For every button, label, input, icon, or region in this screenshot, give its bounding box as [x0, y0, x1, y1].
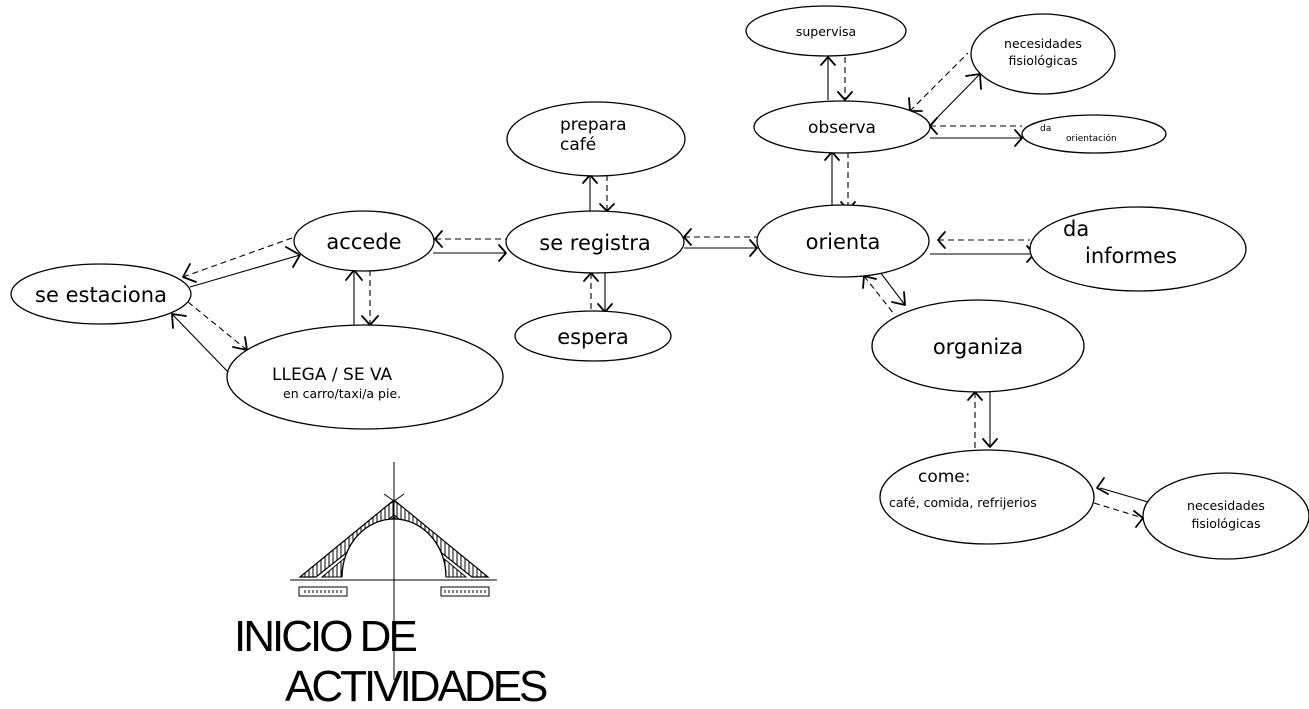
node-observa: observa	[753, 100, 931, 154]
node-label: orienta	[806, 230, 881, 254]
arrowhead	[937, 231, 946, 249]
connector-se-estaciona-to-llega	[187, 301, 248, 351]
node-necesidades-fisiologicas-bottom: necesidades fisiológicas	[1142, 472, 1309, 560]
arrowhead	[982, 438, 998, 448]
node-se-estaciona: se estaciona	[10, 263, 192, 325]
node-necesidades-fisiologicas-top: necesidades fisiológicas	[970, 13, 1116, 95]
title-line2: ACTIVIDADES	[285, 662, 547, 709]
node-espera: espera	[514, 310, 672, 362]
node-label-line1: prepara	[560, 115, 626, 135]
node-label-line1: LLEGA / SE VA	[272, 365, 392, 385]
node-label-line2: fisiológicas	[1191, 516, 1260, 531]
arrowhead	[837, 91, 853, 101]
node-label-line2: fisiológicas	[1008, 53, 1077, 68]
connector-accede-to-se-estaciona	[182, 237, 293, 278]
arrowhead	[908, 97, 923, 112]
node-organiza: organiza	[871, 299, 1085, 393]
node-label-line1: da	[1040, 124, 1051, 134]
connector-observa-to-necesidades	[929, 73, 981, 126]
arrowhead	[683, 228, 692, 246]
node-da-orientacion: da orientación	[1021, 114, 1167, 154]
node-se-registra: se registra	[505, 210, 685, 274]
node-llega-se-va: LLEGA / SE VA en carro/taxi/a pie.	[226, 324, 504, 430]
node-da-informes: da informes	[1029, 206, 1247, 292]
connector-necesidades-to-come	[1099, 487, 1149, 503]
connectors	[171, 52, 1149, 528]
connector-come-to-necesidades	[1093, 502, 1144, 519]
node-come: come: café, comida, refrijerios	[879, 449, 1095, 545]
arrowhead	[182, 263, 197, 283]
arrowhead	[171, 313, 187, 329]
node-label: se registra	[539, 231, 650, 255]
node-label-line1: necesidades	[1004, 36, 1082, 51]
connector-llega-to-se-estaciona	[171, 313, 229, 373]
node-supervisa: supervisa	[745, 5, 907, 57]
node-label-line2: informes	[1085, 244, 1177, 268]
node-label-line2: café	[560, 135, 596, 155]
node-accede: accede	[293, 210, 435, 272]
arrowhead	[820, 56, 836, 66]
node-label-line1: da	[1063, 217, 1089, 241]
node-label: supervisa	[796, 24, 856, 39]
connector-orienta-to-organiza	[879, 271, 906, 306]
arch-logo-icon	[290, 462, 497, 680]
arrowhead	[498, 244, 507, 262]
node-label-line1: necesidades	[1187, 498, 1265, 513]
node-label-line2: orientación	[1066, 133, 1117, 144]
connector-organiza-to-orienta	[863, 275, 895, 315]
arrowhead	[891, 291, 906, 306]
title-line1: INICIO DE	[234, 612, 416, 661]
node-label: espera	[557, 325, 629, 349]
connector-necesidades-to-observa	[909, 52, 969, 112]
node-label: organiza	[933, 335, 1023, 359]
connector-se-estaciona-to-accede	[189, 254, 301, 288]
node-label: accede	[326, 230, 401, 254]
arrowhead	[1096, 477, 1109, 495]
node-label-line1: come:	[918, 467, 971, 487]
node-label: observa	[808, 118, 876, 138]
node-orienta: orienta	[756, 204, 930, 278]
arrowhead	[285, 246, 301, 268]
node-label: se estaciona	[35, 283, 167, 307]
arrowhead	[1014, 129, 1023, 147]
arrowhead	[434, 230, 443, 248]
arrowhead	[1133, 510, 1144, 528]
arrowhead	[749, 239, 758, 257]
node-label-line2: en carro/taxi/a pie.	[283, 386, 401, 401]
node-label-line2: café, comida, refrijerios	[889, 495, 1037, 510]
node-prepara-cafe: prepara café	[506, 101, 686, 177]
